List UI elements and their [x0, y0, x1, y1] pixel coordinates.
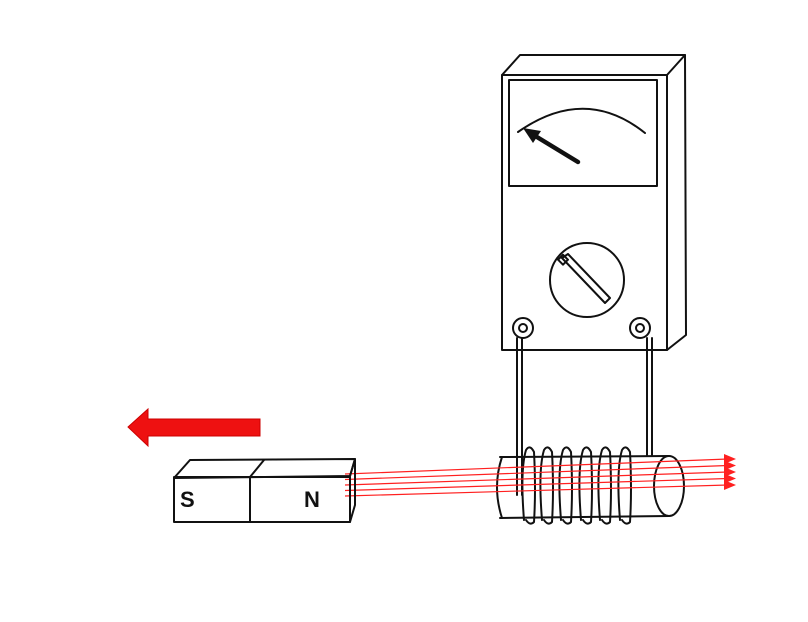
galvanometer: [501, 54, 687, 496]
field-line: [344, 458, 729, 475]
field-line: [344, 471, 729, 486]
coil: [496, 446, 685, 525]
field-line: [344, 477, 729, 492]
meter-scale-arc: [517, 107, 646, 134]
field-arrowhead-icon: [724, 460, 736, 471]
field-line: [344, 464, 729, 481]
terminal-left: [512, 317, 534, 339]
motion-direction-arrow-icon: [127, 407, 261, 448]
bar-magnet: [173, 458, 356, 523]
wire-left: [516, 337, 523, 496]
field-arrowhead-icon: [724, 480, 736, 490]
field-arrowhead-icon: [724, 454, 736, 464]
field-line: [344, 484, 729, 497]
north-pole-label: N: [304, 487, 320, 512]
magnetic-field-lines: [344, 454, 736, 497]
needle-arrow-icon: [523, 128, 581, 165]
wire-right: [646, 337, 653, 456]
selector-dial[interactable]: [549, 242, 625, 318]
south-pole-label: S: [180, 487, 195, 512]
coil-loop: [521, 446, 536, 525]
coil-loop: [597, 446, 612, 525]
coil-loop: [617, 446, 632, 525]
coil-loop: [558, 446, 573, 525]
coil-loop: [539, 446, 554, 525]
terminal-right: [629, 317, 651, 339]
field-arrowhead-icon: [724, 467, 736, 477]
coil-loop: [578, 446, 593, 525]
field-arrowhead-icon: [724, 473, 736, 484]
meter-screen: [508, 79, 658, 187]
